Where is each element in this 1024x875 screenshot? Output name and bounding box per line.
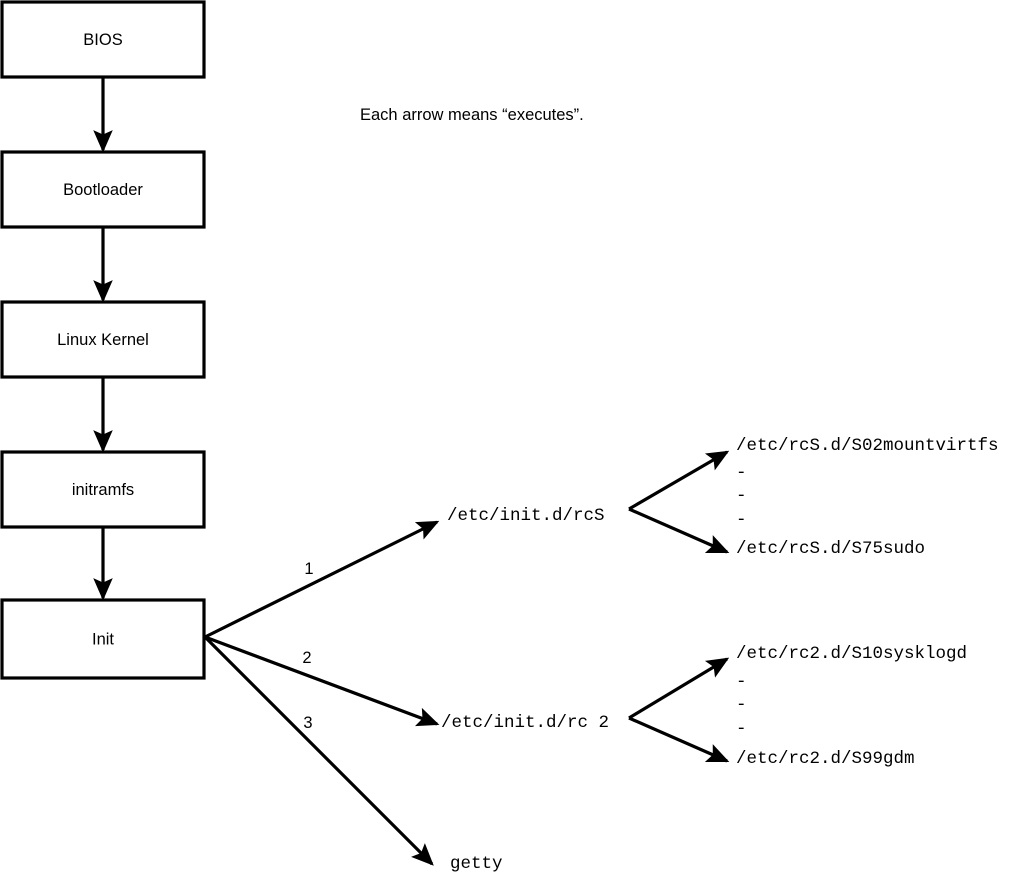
box-linux-kernel-label: Linux Kernel bbox=[57, 331, 149, 349]
branch-getty-number: 3 bbox=[303, 714, 312, 732]
rcs-ellipsis-dash-3: - bbox=[736, 510, 747, 530]
branch-rcs-label: /etc/init.d/rcS bbox=[447, 506, 605, 526]
rc2-last-arrow bbox=[628, 716, 730, 763]
rcs-ellipsis-dash-1: - bbox=[736, 463, 747, 483]
rc2-first-arrow bbox=[628, 657, 730, 720]
box-initramfs[interactable]: initramfs bbox=[0, 450, 206, 529]
box-linux-kernel[interactable]: Linux Kernel bbox=[0, 300, 206, 379]
branch-getty: 3 getty bbox=[203, 635, 503, 874]
box-initramfs-rect bbox=[0, 450, 206, 529]
branch-rc2: 2 /etc/init.d/rc 2 bbox=[204, 635, 609, 733]
rcs-script-group: /etc/rcS.d/S02mountvirtfs /etc/rcS.d/S75… bbox=[628, 436, 999, 559]
box-bios-label: BIOS bbox=[83, 31, 122, 49]
box-init-label: Init bbox=[92, 630, 114, 648]
box-linux-kernel-rect bbox=[0, 300, 206, 379]
rc2-first-label: /etc/rc2.d/S10sysklogd bbox=[736, 644, 967, 664]
branch-rcs: 1 /etc/init.d/rcS bbox=[204, 506, 605, 639]
box-init[interactable]: Init bbox=[0, 598, 206, 680]
rcs-last-label: /etc/rcS.d/S75sudo bbox=[736, 539, 925, 559]
branch-getty-label: getty bbox=[450, 854, 503, 874]
rc2-ellipsis-dash-1: - bbox=[736, 672, 747, 692]
branch-rc2-label: /etc/init.d/rc 2 bbox=[441, 713, 609, 733]
branch-rcs-number: 1 bbox=[304, 560, 313, 578]
branch-rc2-arrow bbox=[204, 635, 440, 727]
box-bootloader[interactable]: Bootloader bbox=[0, 150, 206, 229]
box-initramfs-label: initramfs bbox=[72, 481, 134, 499]
box-bios-rect bbox=[0, 0, 206, 79]
rc2-last-label: /etc/rc2.d/S99gdm bbox=[736, 749, 915, 769]
box-bootloader-rect bbox=[0, 150, 206, 229]
branch-getty-arrow bbox=[203, 635, 434, 866]
diagram-caption: Each arrow means “executes”. bbox=[360, 106, 584, 124]
rcs-last-arrow bbox=[628, 507, 730, 554]
init-branches: 1 /etc/init.d/rcS 2 /etc/init.d/rc 2 3 g… bbox=[203, 506, 609, 874]
box-bootloader-label: Bootloader bbox=[63, 181, 143, 199]
branch-rc2-number: 2 bbox=[302, 649, 311, 667]
stage-boxes: BIOS Bootloader Linux Kernel initramfs I… bbox=[0, 0, 206, 680]
rc2-ellipsis-dash-2: - bbox=[736, 695, 747, 715]
rc2-script-group: /etc/rc2.d/S10sysklogd /etc/rc2.d/S99gdm… bbox=[628, 644, 967, 769]
rc2-ellipsis-dash-3: - bbox=[736, 719, 747, 739]
rcs-first-arrow bbox=[628, 450, 730, 511]
box-bios[interactable]: BIOS bbox=[0, 0, 206, 79]
box-init-rect bbox=[0, 598, 206, 680]
branch-rcs-arrow bbox=[204, 520, 440, 639]
rcs-first-label: /etc/rcS.d/S02mountvirtfs bbox=[736, 436, 999, 456]
rcs-ellipsis-dash-2: - bbox=[736, 486, 747, 506]
